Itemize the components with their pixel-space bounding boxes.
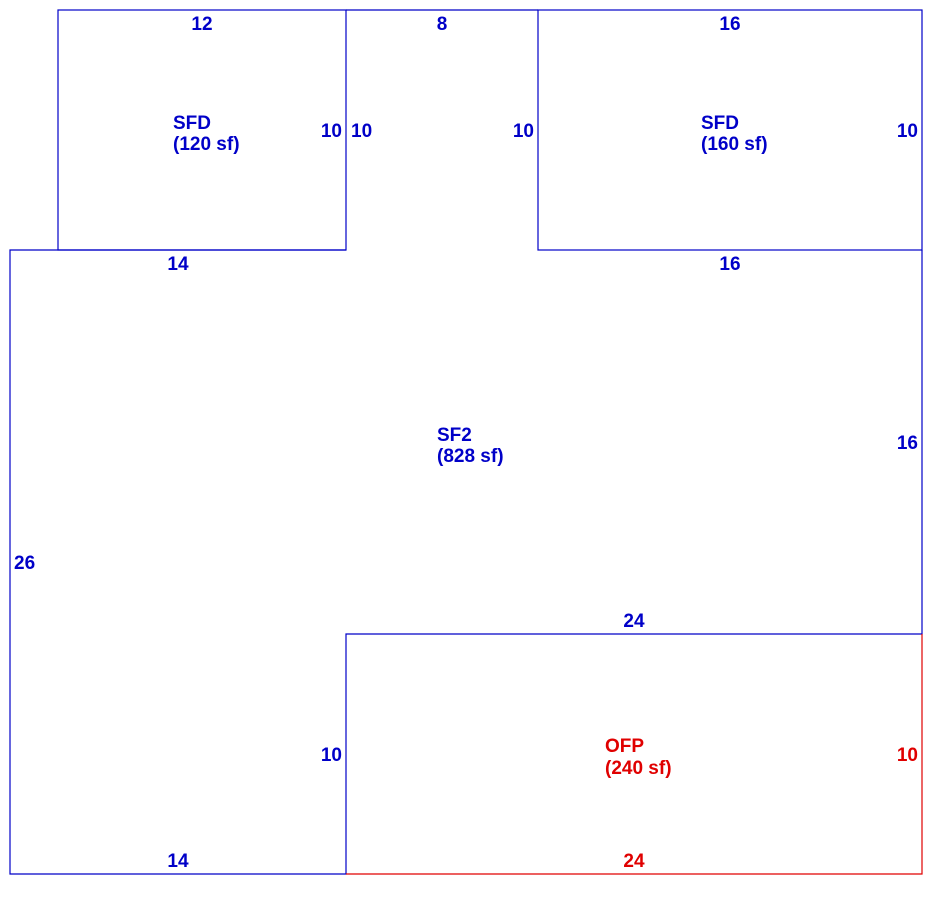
ofp-outline (346, 634, 923, 875)
dim-sf2-top-right: 16 (719, 254, 740, 275)
dim-sfd-right-right: 10 (897, 121, 918, 142)
sf2-area: (828 sf) (437, 446, 504, 467)
dim-gap-left: 10 (351, 121, 372, 142)
dim-sfd-left-top: 12 (191, 14, 212, 35)
sfd-right-area: (160 sf) (701, 134, 768, 155)
dim-sf2-bottom: 14 (167, 851, 189, 872)
sfd-left-area: (120 sf) (173, 134, 240, 155)
sf2-outline (9, 249, 923, 875)
sfd-right-code: SFD (701, 113, 739, 134)
dim-gap-right: 10 (513, 121, 534, 142)
dim-gap-top: 8 (437, 14, 448, 35)
dim-sfd-right-top: 16 (719, 14, 740, 35)
sfd-left-code: SFD (173, 113, 211, 134)
dim-ofp-bottom: 24 (623, 851, 645, 872)
sfd-right-outline (537, 9, 923, 251)
dim-sfd-left-right: 10 (321, 121, 342, 142)
dim-sf2-inner-left: 10 (321, 745, 342, 766)
dim-sf2-inner-bottom: 24 (623, 611, 645, 632)
dim-sf2-left: 26 (14, 553, 35, 574)
dim-ofp-right: 10 (897, 745, 918, 766)
dim-sf2-right: 16 (897, 433, 918, 454)
sf2-code: SF2 (437, 425, 472, 446)
ofp-code: OFP (605, 736, 644, 757)
ofp-area: (240 sf) (605, 758, 672, 779)
dim-sf2-top-left: 14 (167, 254, 189, 275)
